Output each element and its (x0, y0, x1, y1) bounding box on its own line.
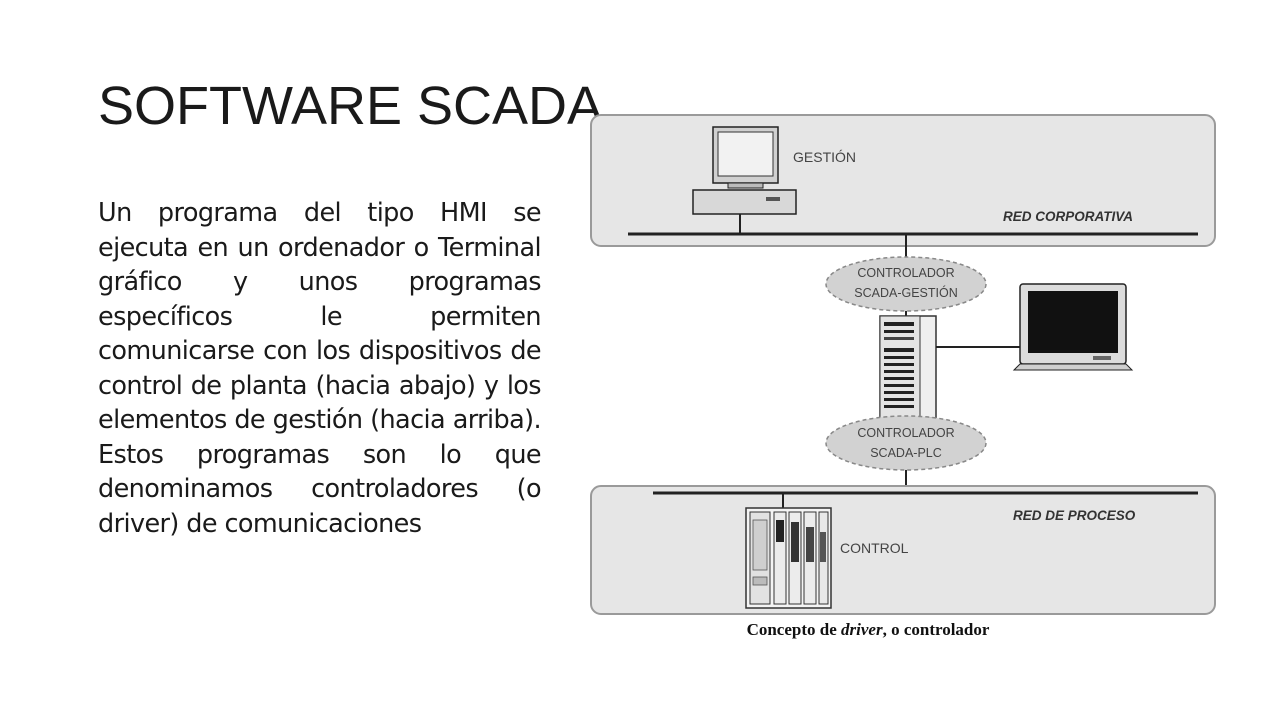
caption-prefix: Concepto de (746, 620, 842, 639)
diagram-canvas: GESTIÓN RED CORPORATIVA CONTROLADOR SCAD… (590, 114, 1216, 615)
plc-rack-icon (745, 493, 832, 609)
hmi-monitor-icon (1012, 283, 1134, 371)
controlador-scada-gestion-label-2: SCADA-GESTIÓN (854, 285, 958, 300)
slide-title: SOFTWARE SCADA (98, 76, 604, 136)
controlador-scada-plc-ellipse (825, 415, 987, 471)
caption-emphasis: driver (841, 620, 883, 639)
gestion-computer-icon (692, 126, 797, 234)
body-text: Un programa del tipo HMI se ejecuta en u… (98, 198, 542, 539)
caption-suffix: , o controlador (882, 620, 990, 639)
control-label: CONTROL (840, 540, 909, 556)
controlador-scada-gestion-ellipse (825, 256, 987, 312)
controlador-scada-plc-label-2: SCADA-PLC (870, 446, 942, 460)
controlador-scada-plc-label-1: CONTROLADOR (857, 426, 954, 440)
server-tower-icon (879, 315, 937, 419)
red-corporativa-label: RED CORPORATIVA (1003, 209, 1133, 224)
red-corporativa-panel (590, 114, 1216, 247)
controlador-scada-gestion-label-1: CONTROLADOR (857, 266, 954, 280)
gestion-label: GESTIÓN (793, 149, 856, 165)
red-de-proceso-label: RED DE PROCESO (1013, 508, 1136, 523)
diagram-caption: Concepto de driver, o controlador (588, 620, 1148, 640)
scada-driver-diagram: GESTIÓN RED CORPORATIVA CONTROLADOR SCAD… (588, 112, 1220, 652)
